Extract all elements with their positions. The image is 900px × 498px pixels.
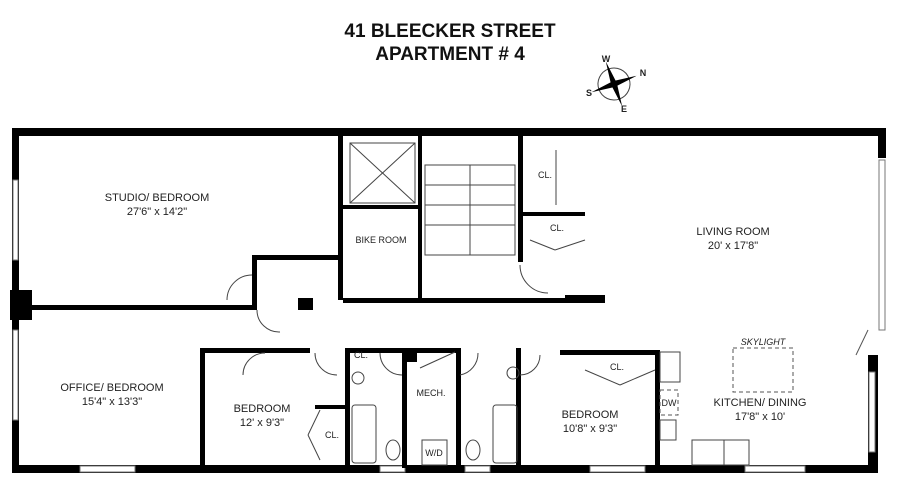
closet-label-3: CL. — [354, 350, 368, 360]
living-room-dims: 20' x 17'8" — [708, 240, 758, 252]
closet-label-4: CL. — [325, 430, 339, 440]
washer-dryer-label: W/D — [425, 448, 443, 458]
windows — [12, 159, 886, 473]
closet-label-2: CL. — [550, 223, 564, 233]
kitchen-dining-dims: 17'8" x 10' — [735, 411, 785, 423]
interior-walls — [12, 132, 660, 470]
dishwasher-label: DW — [662, 398, 677, 408]
plan-title-line1: 41 BLEECKER STREET — [344, 21, 556, 42]
stairs — [424, 164, 516, 256]
mech-label: MECH. — [417, 388, 446, 398]
plan-title-line2: APARTMENT # 4 — [375, 44, 525, 65]
bedroom-1-label: BEDROOM — [234, 403, 291, 415]
bedroom-1-dims: 12' x 9'3" — [240, 417, 284, 429]
bike-room-label: BIKE ROOM — [355, 235, 406, 245]
bedroom-2-label: BEDROOM — [562, 409, 619, 421]
compass-s: S — [586, 88, 592, 98]
bedroom-2-dims: 10'8" x 9'3" — [563, 423, 617, 435]
living-room-label: LIVING ROOM — [696, 226, 769, 238]
fixtures — [349, 142, 794, 466]
compass-n: N — [640, 68, 647, 78]
compass-w: W — [602, 54, 611, 64]
kitchen-dining-label: KITCHEN/ DINING — [714, 397, 807, 409]
compass-e: E — [621, 104, 627, 114]
compass-icon — [591, 61, 637, 107]
doors[interactable] — [226, 150, 656, 461]
office-bedroom-dims: 15'4" x 13'3" — [82, 396, 142, 408]
skylight-outline — [732, 347, 794, 393]
skylight-label: SKYLIGHT — [741, 337, 787, 347]
studio-bedroom-label: STUDIO/ BEDROOM — [105, 192, 210, 204]
closet-label-1: CL. — [538, 170, 552, 180]
office-bedroom-label: OFFICE/ BEDROOM — [60, 382, 163, 394]
closet-label-5: CL. — [610, 362, 624, 372]
studio-bedroom-dims: 27'6" x 14'2" — [127, 206, 187, 218]
